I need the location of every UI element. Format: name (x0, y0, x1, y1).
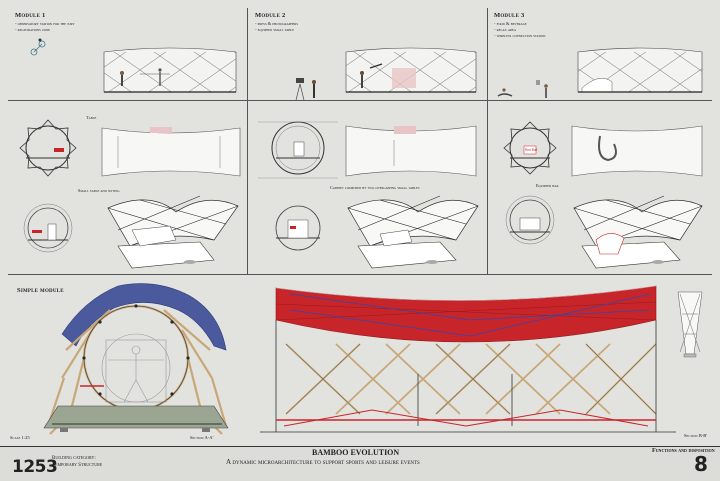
module-1-section (19, 119, 77, 177)
row-divider-2 (8, 274, 712, 275)
module-1-item: - registrations zone (15, 27, 50, 32)
module-1-perspective (107, 195, 239, 269)
module-3-title: Module 3 (494, 12, 525, 19)
module-3-plan (571, 125, 703, 177)
project-subtitle: A dynamic microarchitecture to support s… (226, 458, 420, 466)
module-plans-and-perspectives: Red Bull (19, 119, 703, 269)
project-title: BAMBOO EVOLUTION (312, 448, 400, 457)
module-1-note-table: Table (86, 115, 97, 120)
building-category-value: Temporary Structure (52, 462, 103, 468)
module-3-section: Red Bull (503, 121, 557, 175)
section-a-label: Section A-A' (190, 435, 214, 440)
column-divider-2 (487, 8, 488, 274)
module-2-elevation (295, 47, 477, 101)
module-3-item: - relax area (494, 27, 516, 32)
footer-rule (0, 446, 720, 447)
svg-text:Red Bull: Red Bull (525, 148, 537, 152)
module-3-item: - wireless connection station (494, 33, 546, 38)
module-2-plan (345, 125, 477, 177)
footer-bar (0, 446, 720, 481)
module-2-section-2 (275, 205, 321, 251)
board-section-title: Functions and disposition (652, 448, 715, 454)
page-number: 8 (694, 452, 708, 476)
building-category: Building category: Temporary Structure (52, 456, 102, 469)
scale-label: Scale 1:25 (10, 435, 30, 440)
module-2-title: Module 2 (255, 12, 286, 19)
module-3-section-2 (505, 195, 555, 245)
bamboo-column-detail (677, 291, 703, 358)
module-1-item: - observatory station for the jury (15, 21, 75, 26)
simple-module-title: Simple module (17, 287, 64, 294)
module-2-item: - press & photographers (255, 21, 299, 26)
simple-module-and-section-drawing (43, 283, 703, 435)
module-3-note-bar: Equipped bar (536, 183, 559, 188)
module-1-elevation (30, 38, 237, 93)
module-2-section (258, 121, 338, 179)
section-b-label: Section B-B' (684, 433, 708, 438)
column-divider-1 (247, 8, 248, 274)
module-1-title: Module 1 (15, 12, 46, 19)
module-1-section-2 (23, 203, 73, 253)
building-category-label: Building category: (52, 456, 96, 461)
module-2-item: - equipped small table (255, 27, 295, 32)
module-2-perspective (347, 195, 479, 269)
module-3-perspective (573, 195, 703, 269)
module-1-plan (101, 127, 241, 177)
section-b-drawing (260, 285, 676, 433)
simple-module-section (43, 283, 229, 435)
module-2-note-cabinet: Cabinet composed by two overlapping smal… (330, 185, 420, 190)
project-number: 1253 (12, 457, 58, 477)
row-divider-1 (8, 100, 712, 101)
module-3-item: - food & beverage (494, 21, 527, 26)
module-elevations-drawing (30, 38, 703, 101)
module-1-note-small-table: Small table and sitting (78, 188, 120, 193)
module-3-elevation (497, 47, 703, 98)
